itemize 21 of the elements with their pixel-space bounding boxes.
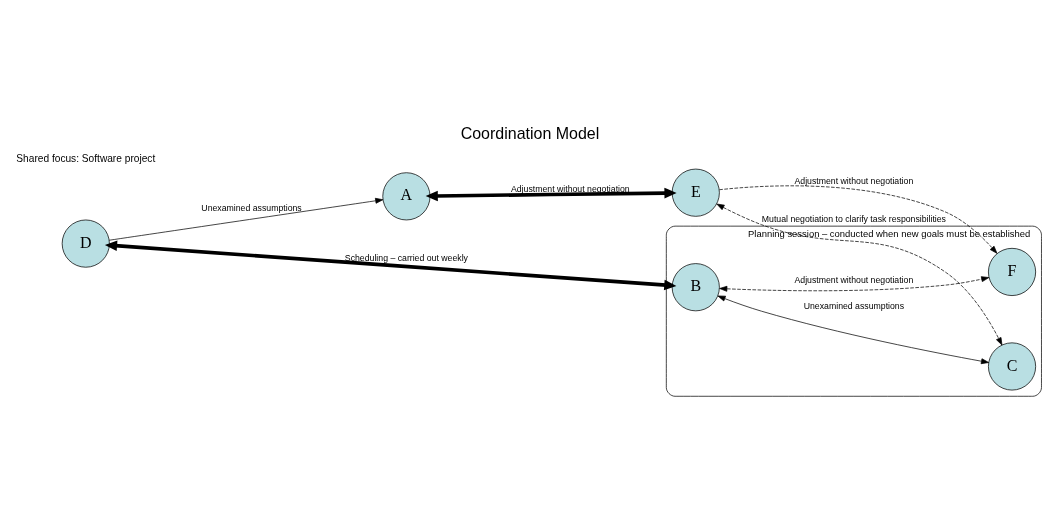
arrow — [716, 203, 1003, 345]
diagram-title: Coordination Model — [460, 124, 600, 142]
arrow — [108, 197, 384, 241]
arrow — [717, 295, 989, 364]
node-circle: A — [382, 171, 431, 220]
arrow — [104, 239, 677, 290]
arrow — [425, 187, 677, 201]
edge-label: Adjustment without negotiation — [510, 183, 630, 194]
node-circle: C — [988, 341, 1037, 390]
edge-label: Unexamined assumptions — [201, 202, 302, 213]
edge-label: Scheduling – carried out weekly — [344, 252, 468, 263]
edge-label: Mutual negotiation to clarify task responsibilities — [761, 213, 946, 224]
edge-label: Adjustment without negotiation — [794, 274, 914, 285]
node-circle: E — [671, 168, 720, 217]
node-circle: B — [671, 262, 720, 311]
node-circle: D — [61, 219, 110, 268]
edge-label: Unexamined assumptions — [803, 300, 905, 311]
edge-label: Adjustment without negotiation — [794, 175, 914, 186]
arrow — [719, 185, 998, 254]
label: Shared focus: Software project — [16, 152, 156, 164]
arrow — [719, 275, 990, 292]
